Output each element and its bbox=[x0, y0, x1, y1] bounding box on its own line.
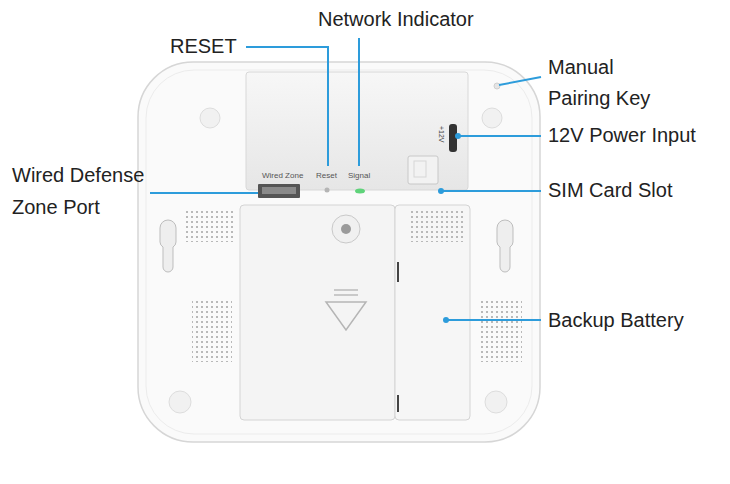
wired-zone-port bbox=[258, 184, 300, 198]
leader-dot bbox=[438, 188, 444, 194]
port-marking: Signal bbox=[348, 171, 380, 181]
slide-arrow bbox=[326, 302, 366, 330]
connector-recess bbox=[246, 72, 468, 190]
rubber-foot bbox=[169, 391, 191, 413]
port-marking: +12V bbox=[437, 126, 446, 156]
leader-line bbox=[246, 47, 328, 166]
callout-label: Network Indicator bbox=[318, 4, 518, 35]
callout-label: Wired Defense Zone Port bbox=[12, 159, 157, 223]
callout-label: RESET bbox=[170, 31, 250, 62]
signal-led bbox=[355, 189, 365, 194]
screw-hole bbox=[332, 215, 360, 243]
vent-holes bbox=[192, 298, 232, 362]
callout-label: Backup Battery bbox=[548, 305, 723, 336]
leader-dot bbox=[455, 133, 461, 139]
sim-card-slot bbox=[408, 156, 438, 184]
mounting-keyhole bbox=[160, 220, 176, 272]
rubber-foot bbox=[482, 108, 502, 128]
rubber-foot bbox=[200, 108, 220, 128]
vent-holes bbox=[478, 298, 522, 362]
pairing-key bbox=[494, 83, 500, 89]
leader-line bbox=[150, 192, 258, 194]
leader-dot bbox=[443, 317, 449, 323]
callout-label: SIM Card Slot bbox=[548, 175, 723, 206]
leader-dots bbox=[438, 133, 461, 323]
callout-label: 12V Power Input bbox=[548, 120, 723, 151]
callout-label: Manual Pairing Key bbox=[548, 52, 670, 114]
battery-cover bbox=[240, 205, 395, 420]
port-marking: Wired Zone bbox=[262, 171, 312, 181]
leader-line bbox=[446, 319, 541, 321]
vent-holes bbox=[184, 210, 236, 242]
cover-latch bbox=[397, 395, 399, 412]
body-rim bbox=[146, 70, 532, 434]
port-marking: Reset bbox=[316, 171, 346, 181]
port-contacts bbox=[262, 187, 296, 194]
leader-line bbox=[440, 190, 541, 192]
slide-mark bbox=[334, 294, 358, 296]
rubber-foot bbox=[485, 391, 507, 413]
vent-holes bbox=[408, 210, 464, 242]
slide-mark bbox=[334, 289, 358, 291]
leader-line bbox=[358, 38, 360, 166]
reset-hole bbox=[325, 188, 330, 193]
leader-lines bbox=[150, 38, 541, 320]
device-body bbox=[138, 62, 540, 442]
mounting-keyhole bbox=[497, 220, 513, 272]
leader-line bbox=[458, 135, 541, 137]
cover-latch bbox=[397, 262, 399, 282]
side-panel bbox=[395, 205, 470, 420]
sim-card-mark bbox=[414, 161, 426, 177]
screw bbox=[341, 224, 351, 234]
leader-line bbox=[499, 77, 541, 85]
